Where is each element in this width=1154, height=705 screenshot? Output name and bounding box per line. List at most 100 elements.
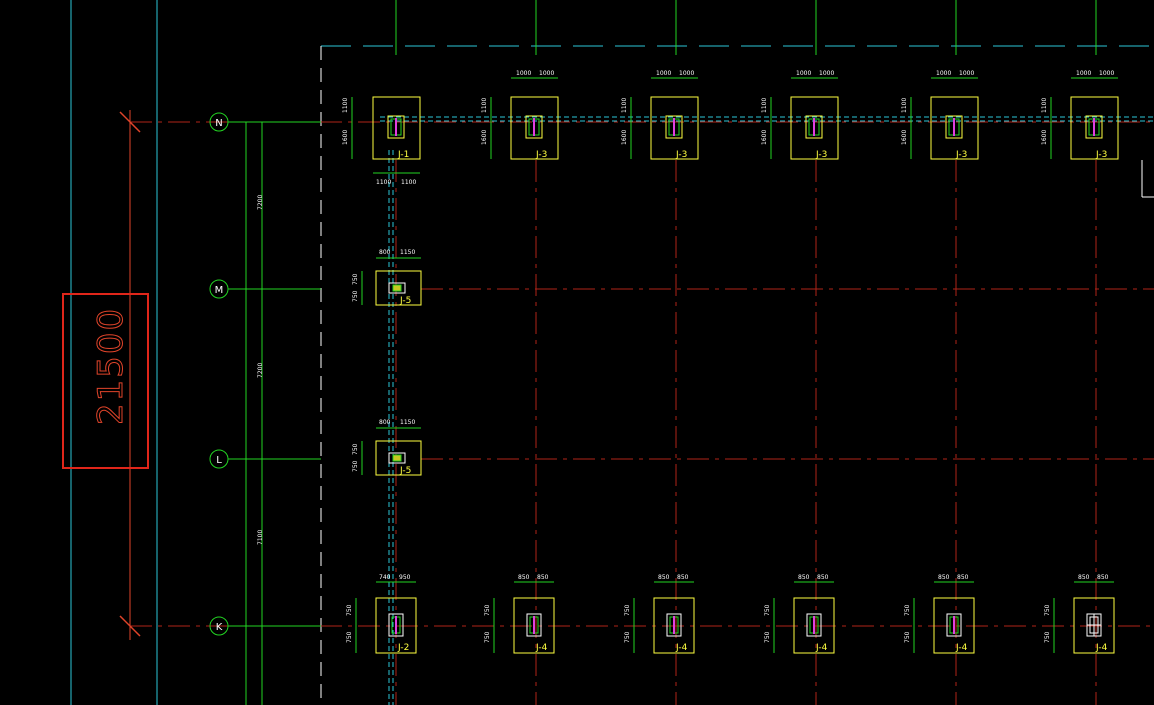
footing-tag: J-3 (535, 150, 547, 160)
axis-label: M (215, 285, 224, 296)
dim-label: 850 (537, 574, 549, 581)
dim-label: 1100 (401, 179, 416, 186)
dim-label: 850 (518, 574, 530, 581)
footing-j1[interactable]: J-1 1100 1600 1100 1100 (342, 96, 421, 186)
footing-tag: J-4 (815, 643, 828, 653)
tie-beam-vertical (388, 150, 394, 705)
dim-label: 1100 (481, 98, 488, 113)
axis-bubble-n[interactable]: N (209, 112, 229, 132)
total-dimension-text: 21500 (91, 307, 131, 425)
dim-label: 1000 (1076, 70, 1091, 77)
dim-label: 850 (1078, 574, 1090, 581)
dim-label: 1600 (1041, 130, 1048, 145)
dim-label: 1100 (621, 98, 628, 113)
row-spacing-label: 7200 (257, 363, 264, 378)
dim-label: 1000 (936, 70, 951, 77)
footing-j4[interactable]: J-4 850 850 750 750 (484, 574, 555, 654)
footing-j4[interactable]: J-4 850 850 750 750 (624, 574, 695, 654)
footing-tag: J-4 (1095, 643, 1108, 653)
footing-tag: J-3 (1095, 150, 1107, 160)
footing-tag: J-4 (955, 643, 968, 653)
footing-j5[interactable]: J-5 800 1150 750 750 (352, 419, 422, 476)
dim-label: 1000 (819, 70, 834, 77)
dim-label: 750 (352, 443, 359, 455)
dim-label: 1000 (516, 70, 531, 77)
dim-label: 750 (1044, 604, 1051, 616)
footing-tag: J-5 (399, 466, 411, 476)
dim-label: 1100 (1041, 98, 1048, 113)
dim-label: 850 (817, 574, 829, 581)
dim-label: 750 (346, 604, 353, 616)
footing-j4[interactable]: J-4 850 850 750 750 (764, 574, 835, 654)
dim-label: 1000 (539, 70, 554, 77)
dim-label: 750 (624, 631, 631, 643)
axis-bubble-l[interactable]: L (209, 449, 229, 469)
axis-bubble-m[interactable]: M (209, 279, 229, 299)
row-spacing-label: 7200 (257, 195, 264, 210)
footing-tag: J-1 (397, 150, 409, 160)
footing-tag: J-2 (397, 643, 409, 653)
dim-label: 750 (352, 273, 359, 285)
highlight-box (62, 293, 149, 469)
dim-label: 750 (904, 631, 911, 643)
dim-label: 850 (658, 574, 670, 581)
dim-label: 1000 (796, 70, 811, 77)
dim-label: 1000 (1099, 70, 1114, 77)
column-axis-lines (395, 0, 1097, 55)
dim-label: 750 (352, 290, 359, 302)
footing-tag: J-5 (399, 296, 411, 306)
dim-label: 1600 (481, 130, 488, 145)
dim-label: 750 (484, 631, 491, 643)
footing-j2[interactable]: J-2 740 950 750 750 (346, 574, 417, 654)
footing-j3[interactable]: J-3 1000 1000 1100 1600 (1041, 70, 1119, 160)
footing-j3[interactable]: J-3 1000 1000 1100 1600 (761, 70, 839, 160)
dim-label: 850 (938, 574, 950, 581)
footing-tag: J-3 (675, 150, 687, 160)
dim-label: 1100 (342, 98, 349, 113)
footing-j4[interactable]: J-4 850 850 750 750 (1044, 574, 1115, 654)
horizontal-grid-lines (130, 121, 1154, 627)
axis-bubble-k[interactable]: K (209, 616, 229, 636)
dim-label: 1000 (959, 70, 974, 77)
dim-label: 1100 (901, 98, 908, 113)
footing-tag: J-3 (815, 150, 827, 160)
dimension-tick (119, 111, 141, 133)
dim-label: 1600 (761, 130, 768, 145)
dim-label: 850 (798, 574, 810, 581)
footing-tag: J-3 (955, 150, 967, 160)
dim-label: 1000 (679, 70, 694, 77)
footing-tag: J-4 (675, 643, 688, 653)
dim-label: 1150 (400, 249, 415, 256)
axis-label: N (215, 118, 222, 129)
dim-label: 1150 (400, 419, 415, 426)
row-spacing-label: 7100 (257, 530, 264, 545)
dim-label: 1600 (342, 130, 349, 145)
dim-label: 750 (624, 604, 631, 616)
dim-label: 800 (379, 419, 391, 426)
axis-label: L (216, 455, 222, 466)
dim-label: 850 (957, 574, 969, 581)
footing-tag: J-4 (535, 643, 548, 653)
dim-label: 800 (379, 249, 391, 256)
footing-j3[interactable]: J-3 1000 1000 1100 1600 (901, 70, 979, 160)
dim-label: 750 (1044, 631, 1051, 643)
dim-label: 850 (1097, 574, 1109, 581)
dim-label: 1100 (376, 179, 391, 186)
footing-j3[interactable]: J-3 1000 1000 1100 1600 (621, 70, 699, 160)
axis-label: K (216, 622, 223, 633)
dim-label: 1000 (656, 70, 671, 77)
dimension-tick (119, 615, 141, 637)
dim-label: 750 (764, 604, 771, 616)
dim-label: 750 (904, 604, 911, 616)
footing-j4[interactable]: J-4 850 850 750 750 (904, 574, 975, 654)
dim-label: 1600 (621, 130, 628, 145)
footing-j3[interactable]: J-3 1000 1000 1100 1600 (481, 70, 559, 160)
dim-label: 850 (677, 574, 689, 581)
footing-j5[interactable]: J-5 800 1150 750 750 (352, 249, 422, 306)
dim-label: 750 (484, 604, 491, 616)
axis-leaders (228, 121, 321, 705)
dim-label: 750 (352, 460, 359, 472)
dim-label: 750 (346, 631, 353, 643)
dim-label: 1100 (761, 98, 768, 113)
